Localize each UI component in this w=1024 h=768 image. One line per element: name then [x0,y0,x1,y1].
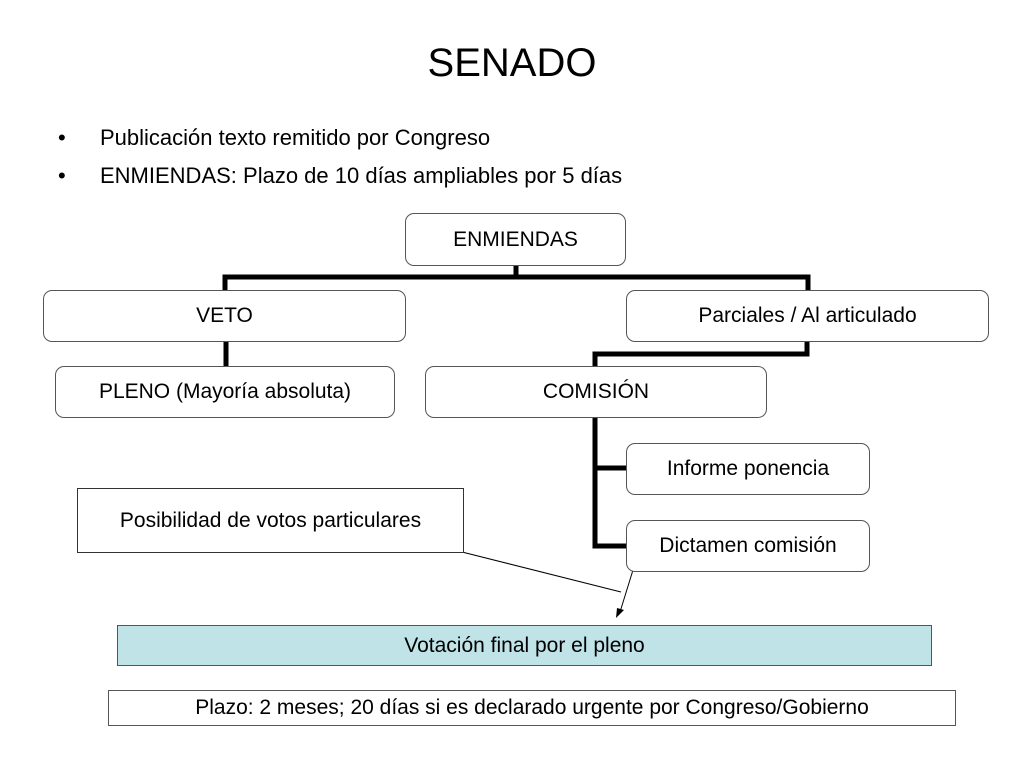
connector-comision-to-dictamen [592,468,628,549]
slide-title: SENADO [427,41,597,85]
bullet-item: • Publicación texto remitido por Congres… [58,122,622,160]
node-label: PLENO (Mayoría absoluta) [98,380,352,403]
bullet-list: • Publicación texto remitido por Congres… [58,122,622,198]
node-label: COMISIÓN [542,380,650,403]
bullet-text: ENMIENDAS: Plazo de 10 días ampliables p… [100,163,623,188]
node-veto: VETO [43,290,406,342]
node-enmiendas: ENMIENDAS [405,213,626,266]
node-label: ENMIENDAS [453,227,578,251]
node-comision: COMISIÓN [425,366,767,418]
arrow-lines [461,551,634,613]
bullet-marker: • [58,163,66,188]
votacion-text: Votación final por el pleno [404,633,645,657]
plazo-text: Plazo: 2 meses; 20 días si es declarado … [195,696,869,719]
arrow-dictamen-line [619,569,634,613]
node-informe: Informe ponencia [626,443,870,495]
node-pleno: PLENO (Mayoría absoluta) [55,366,395,418]
tree-connectors [222,266,811,549]
note-votos-particulares: Posibilidad de votos particulares [77,488,464,553]
node-label: Dictamen comisión [659,534,837,557]
bullet-marker: • [58,125,66,150]
node-parciales: Parciales / Al articulado [626,290,989,342]
connector-comision-to-informe [592,418,628,471]
node-label: Parciales / Al articulado [698,304,917,327]
node-label: Informe ponencia [666,457,830,480]
note-text: Posibilidad de votos particulares [119,508,422,532]
bullet-text: Publicación texto remitido por Congreso [100,125,491,150]
node-label: VETO [196,304,253,327]
node-dictamen: Dictamen comisión [626,520,870,572]
arrow-note-line [461,551,622,593]
connector-parciales-to-comision [592,342,810,368]
arrow-head [616,608,624,618]
votacion-final-box: Votación final por el pleno [117,625,932,666]
bullet-item: • ENMIENDAS: Plazo de 10 días ampliables… [58,160,622,198]
plazo-box: Plazo: 2 meses; 20 días si es declarado … [108,690,956,726]
